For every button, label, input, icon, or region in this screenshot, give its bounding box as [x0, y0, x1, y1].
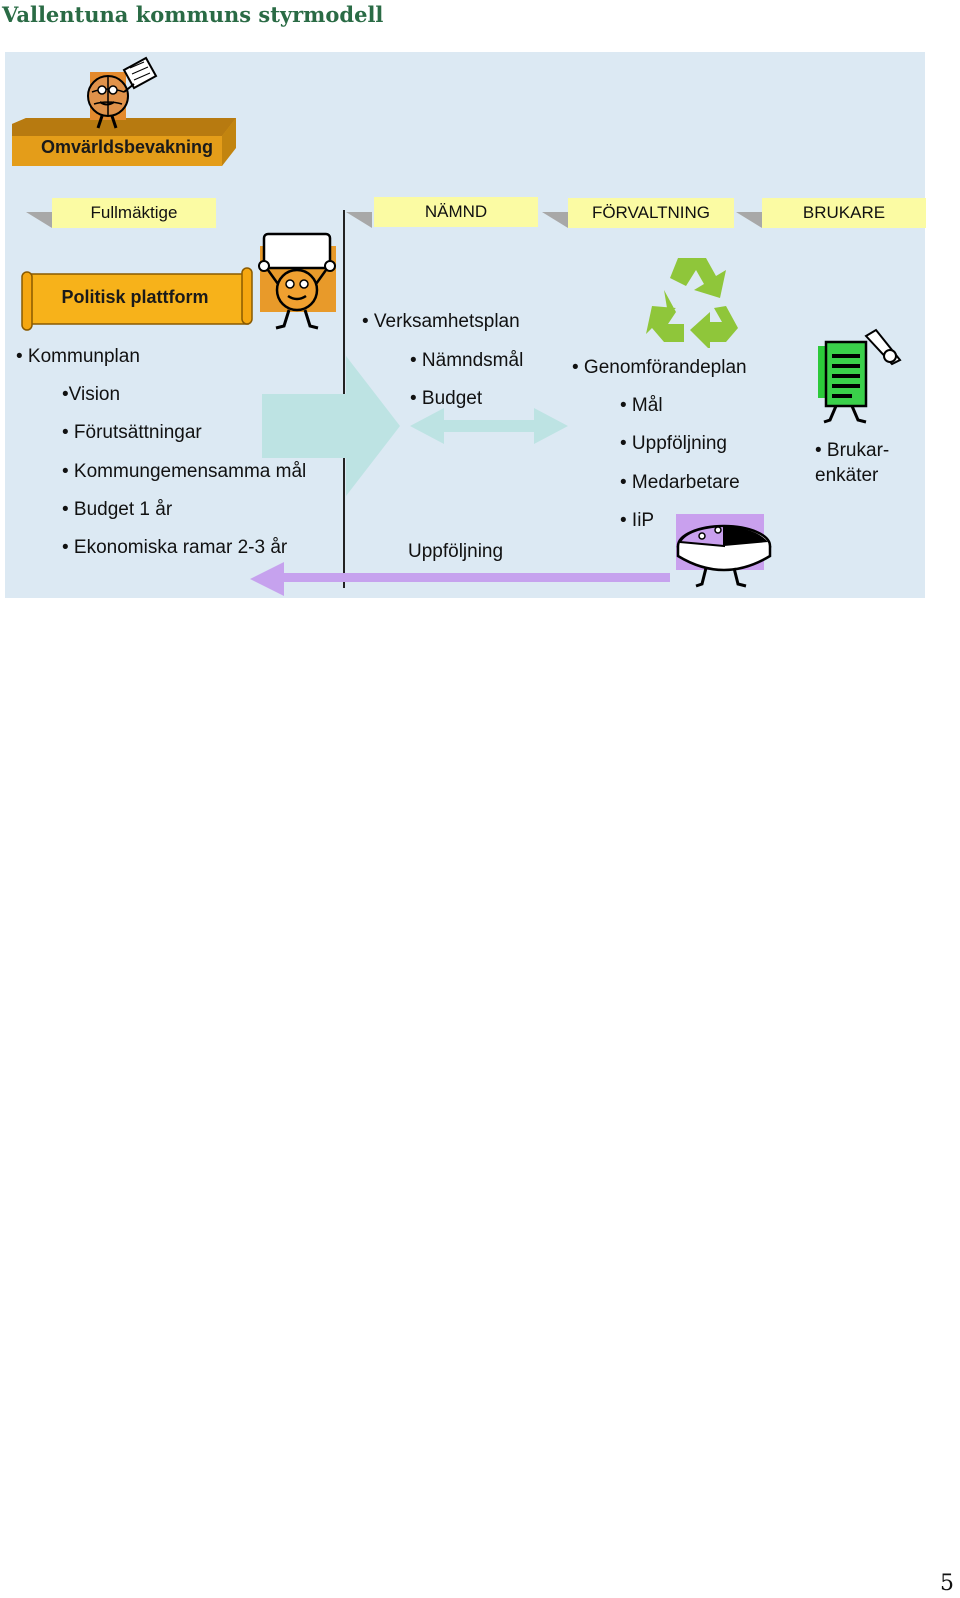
header-namnd: NÄMND — [374, 197, 538, 227]
ekonomiska-ramar-bullet: • Ekonomiska ramar 2-3 år — [62, 537, 288, 558]
budget-1-ar-bullet: • Budget 1 år — [62, 499, 173, 520]
document-pen-icon — [818, 328, 902, 424]
header-fullmaktige: Fullmäktige — [52, 198, 216, 228]
medarbetare-bullet: • Medarbetare — [620, 472, 740, 493]
namndsmal-bullet: • Nämndsmål — [410, 350, 524, 371]
kommungemensamma-bullet: • Kommungemensamma mål — [62, 461, 307, 482]
header-arrow-2 — [346, 212, 372, 228]
pie-chart-character-icon — [676, 514, 772, 588]
omvarld-box — [12, 118, 236, 166]
header-arrow-1 — [26, 212, 52, 228]
feedback-arrow — [250, 562, 670, 596]
forutsattningar-bullet: • Förutsättningar — [62, 422, 202, 443]
omvarld-label: Omvärldsbevakning — [40, 137, 214, 157]
globe-news-icon — [87, 56, 158, 129]
namnd-budget-bullet: • Budget — [410, 388, 483, 409]
brukarenkater-line1: • Brukar- — [815, 440, 890, 461]
double-arrow — [410, 408, 568, 444]
politisk-label: Politisk plattform — [61, 287, 209, 307]
kommunplan-bullet: • Kommunplan — [16, 346, 140, 367]
iip-bullet: • IiP — [620, 510, 655, 531]
forvaltning-uppfoljning-bullet: • Uppföljning — [620, 433, 727, 454]
vision-bullet: •Vision — [62, 384, 121, 405]
recycle-icon — [646, 258, 738, 348]
uppfoljning-label: Uppföljning — [408, 541, 504, 562]
politisk-scroll — [21, 267, 253, 331]
header-brukare: BRUKARE — [762, 198, 926, 228]
header-forvaltning: FÖRVALTNING — [568, 198, 734, 228]
big-flow-arrow — [262, 356, 400, 496]
brukarenkater-line2: enkäter — [815, 465, 879, 486]
genomforandeplan-bullet: • Genomförandeplan — [572, 357, 747, 378]
sign-holder-icon — [258, 232, 336, 330]
header-arrow-4 — [736, 212, 762, 228]
header-arrow-3 — [542, 212, 568, 228]
verksamhetsplan-bullet: • Verksamhetsplan — [362, 311, 520, 332]
page-number: 5 — [940, 1571, 954, 1596]
mal-bullet: • Mål — [620, 395, 663, 416]
page-title: Vallentuna kommuns styrmodell — [2, 2, 384, 27]
